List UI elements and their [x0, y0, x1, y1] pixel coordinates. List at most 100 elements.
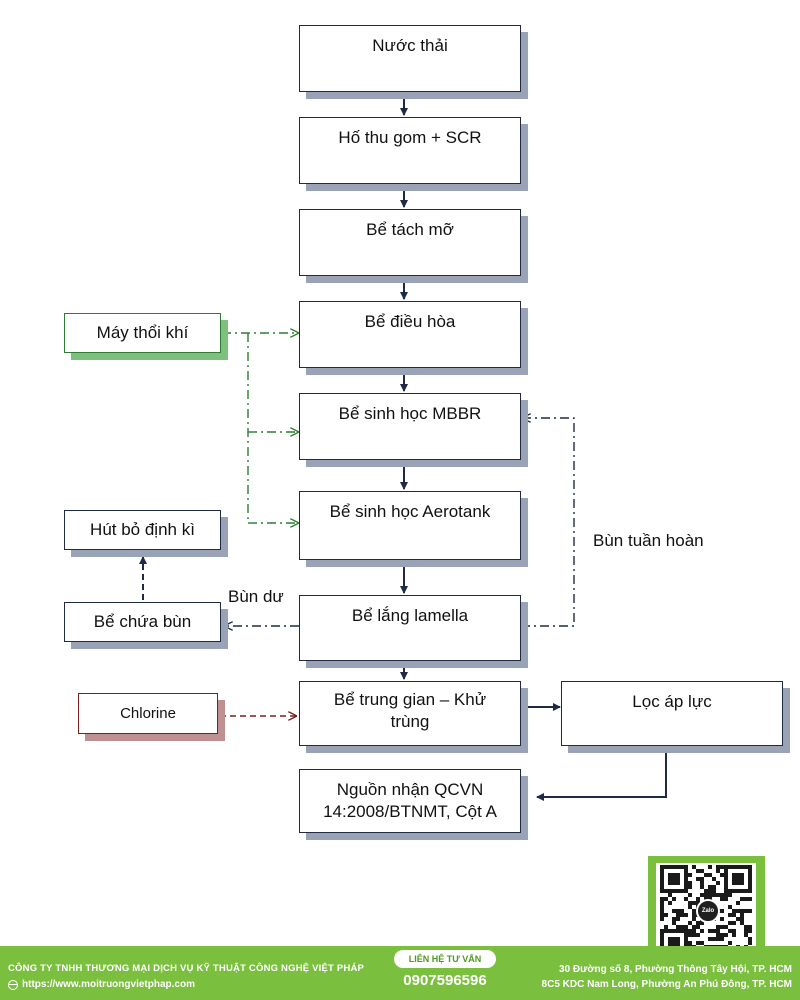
qr-module — [660, 869, 664, 873]
qr-module — [680, 913, 684, 917]
qr-module — [724, 865, 728, 869]
qr-module — [664, 889, 668, 893]
qr-module — [672, 877, 676, 881]
qr-module — [668, 889, 672, 893]
qr-module — [748, 929, 752, 933]
qr-module — [660, 865, 664, 869]
qr-module — [748, 941, 752, 945]
qr-module — [724, 893, 728, 897]
qr-module — [708, 893, 712, 897]
qr-module — [700, 929, 704, 933]
qr-module — [692, 929, 696, 933]
phone-number[interactable]: 0907596596 — [403, 972, 487, 989]
qr-module — [684, 925, 688, 929]
qr-module — [724, 877, 728, 881]
qr-module — [676, 917, 680, 921]
wastewater-label: Nước thải — [372, 36, 448, 55]
qr-module — [720, 897, 724, 901]
periodic-suction-box: Hút bỏ định kì — [64, 510, 221, 550]
qr-module — [716, 881, 720, 885]
qr-module — [736, 877, 740, 881]
receiving-source-label-line2: 14:2008/BTNMT, Cột A — [323, 802, 497, 821]
qr-module — [744, 933, 748, 937]
qr-module — [740, 865, 744, 869]
qr-module — [720, 917, 724, 921]
qr-module — [712, 929, 716, 933]
qr-module — [696, 933, 700, 937]
footer-bar: CÔNG TY TNHH THƯƠNG MẠI DỊCH VỤ KỸ THUẬT… — [0, 946, 800, 1000]
qr-module — [664, 913, 668, 917]
qr-module — [668, 929, 672, 933]
qr-module — [680, 865, 684, 869]
qr-module — [724, 885, 728, 889]
qr-module — [708, 885, 712, 889]
qr-module — [720, 933, 724, 937]
qr-module — [676, 929, 680, 933]
qr-module — [668, 865, 672, 869]
aerotank-label: Bể sinh học Aerotank — [329, 502, 491, 521]
qr-module — [732, 865, 736, 869]
qr-module — [668, 877, 672, 881]
qr-module — [720, 937, 724, 941]
qr-module — [740, 917, 744, 921]
qr-module — [688, 905, 692, 909]
qr-module — [684, 929, 688, 933]
qr-module — [732, 929, 736, 933]
qr-module — [744, 865, 748, 869]
contact-button[interactable]: LIÊN HỆ TƯ VẤN — [394, 950, 496, 968]
qr-module — [700, 885, 704, 889]
lamella-settler-label: Bể lắng lamella — [351, 606, 469, 625]
qr-module — [672, 897, 676, 901]
collection-tank-box: Hố thu gom + SCR — [299, 117, 521, 184]
qr-module — [676, 937, 680, 941]
qr-module — [660, 889, 664, 893]
qr-module — [672, 865, 676, 869]
qr-module — [688, 873, 692, 877]
qr-module — [664, 897, 668, 901]
intermediate-tank-label-line2: trùng — [390, 712, 430, 731]
qr-module — [684, 897, 688, 901]
qr-module — [712, 893, 716, 897]
qr-module — [660, 885, 664, 889]
qr-module — [660, 941, 664, 945]
qr-module — [704, 873, 708, 877]
qr-module — [728, 921, 732, 925]
mbbr-tank-box: Bể sinh học MBBR — [299, 393, 521, 460]
website-link[interactable]: https://www.moitruongvietphap.com — [8, 979, 195, 990]
globe-icon — [8, 979, 18, 990]
pressure-filter-box: Lọc áp lực — [561, 681, 783, 746]
qr-module — [748, 909, 752, 913]
qr-module — [660, 901, 664, 905]
qr-module — [740, 873, 744, 877]
qr-module — [728, 865, 732, 869]
qr-module — [672, 937, 676, 941]
qr-module — [676, 909, 680, 913]
qr-module — [724, 933, 728, 937]
qr-module — [732, 889, 736, 893]
qr-module — [680, 929, 684, 933]
qr-module — [732, 881, 736, 885]
qr-module — [664, 929, 668, 933]
qr-module — [668, 941, 672, 945]
qr-module — [740, 877, 744, 881]
qr-module — [748, 885, 752, 889]
qr-module — [684, 881, 688, 885]
qr-module — [728, 929, 732, 933]
grease-trap-box: Bể tách mỡ — [299, 209, 521, 276]
qr-module — [660, 873, 664, 877]
wastewater-box: Nước thải — [299, 25, 521, 92]
qr-module — [732, 873, 736, 877]
qr-module — [692, 909, 696, 913]
chlorine-box: Chlorine — [78, 693, 218, 734]
qr-module — [748, 869, 752, 873]
qr-module — [744, 889, 748, 893]
qr-module — [684, 933, 688, 937]
qr-module — [716, 937, 720, 941]
sludge-tank-label: Bể chứa bùn — [93, 612, 192, 631]
qr-module — [672, 889, 676, 893]
qr-module — [740, 897, 744, 901]
qr-code[interactable]: Zalo — [656, 863, 756, 957]
qr-module — [684, 865, 688, 869]
qr-module — [732, 921, 736, 925]
qr-module — [744, 925, 748, 929]
